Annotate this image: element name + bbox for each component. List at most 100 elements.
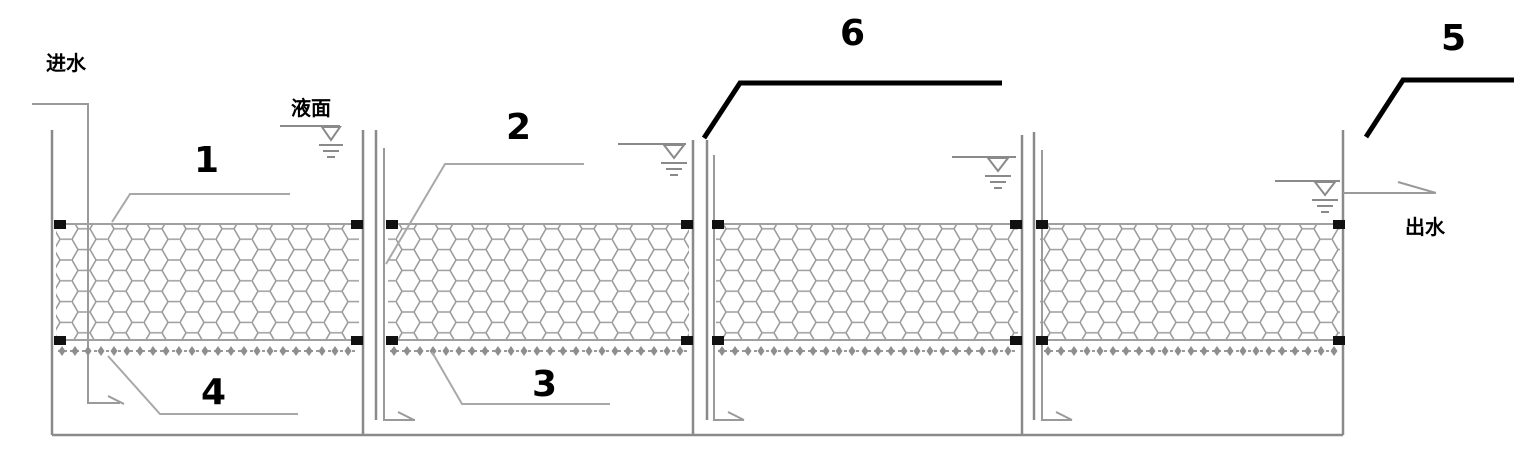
outlet-label: 出水 xyxy=(1405,215,1446,239)
diffuser-node xyxy=(136,346,144,356)
clip-2-tr xyxy=(681,220,693,229)
diffuser-node xyxy=(809,346,817,356)
diffuser-node xyxy=(783,346,791,356)
tank-3-baffle-tip xyxy=(727,411,745,421)
diffuser-node xyxy=(1304,346,1312,356)
diffuser-node xyxy=(546,346,554,356)
diffuser-node xyxy=(279,346,287,356)
diffuser-node xyxy=(887,346,895,356)
diffuser-node xyxy=(952,346,960,356)
clip-2-bl xyxy=(386,336,398,345)
clip-1-br xyxy=(351,336,363,345)
diffuser-node xyxy=(572,346,580,356)
diffuser-node xyxy=(744,346,752,356)
diffuser-node xyxy=(663,346,671,356)
clip-1-tl xyxy=(54,220,66,229)
callout-4: 4 xyxy=(201,372,226,413)
diffuser-node xyxy=(507,346,515,356)
diffuser-node xyxy=(201,346,209,356)
diffuser-node xyxy=(455,346,463,356)
clip-4-tl xyxy=(1036,220,1048,229)
diffuser-node xyxy=(1187,346,1195,356)
tank-2 xyxy=(374,130,695,435)
diffuser-node xyxy=(468,346,476,356)
diffuser-node xyxy=(1213,346,1221,356)
diffuser-node xyxy=(835,346,843,356)
diffuser-node xyxy=(939,346,947,356)
diffuser-node xyxy=(1226,346,1234,356)
diffuser-node xyxy=(559,346,567,356)
clip-2-tl xyxy=(386,220,398,229)
diffuser-node xyxy=(390,346,398,356)
clip-3-br xyxy=(1010,336,1022,345)
diffuser-node xyxy=(162,346,170,356)
diffuser-node xyxy=(1161,346,1169,356)
diffuser-node xyxy=(344,346,352,356)
diffuser-node xyxy=(874,346,882,356)
diffuser-node xyxy=(757,346,765,356)
diffuser-node xyxy=(1200,346,1208,356)
water-level-symbol-4 xyxy=(1275,180,1340,213)
leader-6 xyxy=(701,80,1002,140)
callout-3: 3 xyxy=(532,364,557,405)
diffuser-node xyxy=(913,346,921,356)
diffuser-node xyxy=(71,346,79,356)
diffuser-node xyxy=(175,346,183,356)
diffuser-node xyxy=(1317,346,1325,356)
leader-1 xyxy=(111,193,290,223)
diffuser-node xyxy=(1083,346,1091,356)
media-bed-4 xyxy=(1040,224,1340,340)
diffuser-node xyxy=(533,346,541,356)
diffuser-node xyxy=(1239,346,1247,356)
diffuser-node xyxy=(1122,346,1130,356)
diffuser-node xyxy=(331,346,339,356)
callout-2: 2 xyxy=(506,107,531,148)
tank-3-baffle xyxy=(713,155,744,421)
leader-2 xyxy=(385,163,584,265)
diffuser-node xyxy=(624,346,632,356)
tank-4-baffle-tip xyxy=(1055,411,1073,421)
diffuser-node xyxy=(1291,346,1299,356)
diffuser-node xyxy=(1278,346,1286,356)
diffuser-node xyxy=(991,346,999,356)
diffuser-node xyxy=(123,346,131,356)
diffuser-node xyxy=(416,346,424,356)
callout-6: 6 xyxy=(840,13,865,54)
callout-1: 1 xyxy=(194,140,219,181)
diffuser-node xyxy=(240,346,248,356)
diffuser-node xyxy=(650,346,658,356)
clip-3-tr xyxy=(1010,220,1022,229)
clip-1-tr xyxy=(351,220,363,229)
diffuser-node xyxy=(585,346,593,356)
aeration-pipes xyxy=(58,346,1338,356)
tank-1 xyxy=(32,103,365,435)
clip-2-br xyxy=(681,336,693,345)
leader-5 xyxy=(1363,77,1514,139)
diffuser-node xyxy=(442,346,450,356)
tank-4 xyxy=(1032,130,1437,435)
diffuser-node xyxy=(1174,346,1182,356)
media-bed-3 xyxy=(716,224,1018,340)
diffuser-node xyxy=(848,346,856,356)
diffuser-node xyxy=(1096,346,1104,356)
diffuser-node xyxy=(1070,346,1078,356)
diffuser-node xyxy=(429,346,437,356)
leader-3 xyxy=(431,351,610,405)
diffuser-node xyxy=(1330,346,1338,356)
diffuser-node xyxy=(611,346,619,356)
water-level-symbol-3 xyxy=(952,156,1016,189)
diffuser-node xyxy=(1252,346,1260,356)
diffuser-node xyxy=(900,346,908,356)
diffuser-node xyxy=(494,346,502,356)
diffuser-node xyxy=(861,346,869,356)
diffuser-node xyxy=(305,346,313,356)
tank-2-baffle xyxy=(383,148,415,421)
media-bed-1 xyxy=(56,224,359,340)
diffuser-node xyxy=(637,346,645,356)
diffuser-node xyxy=(822,346,830,356)
tank-2-baffle-tip xyxy=(397,411,415,421)
diffuser-node xyxy=(1004,346,1012,356)
liquid-level-label: 液面 xyxy=(291,96,331,120)
diffuser-node xyxy=(58,346,66,356)
